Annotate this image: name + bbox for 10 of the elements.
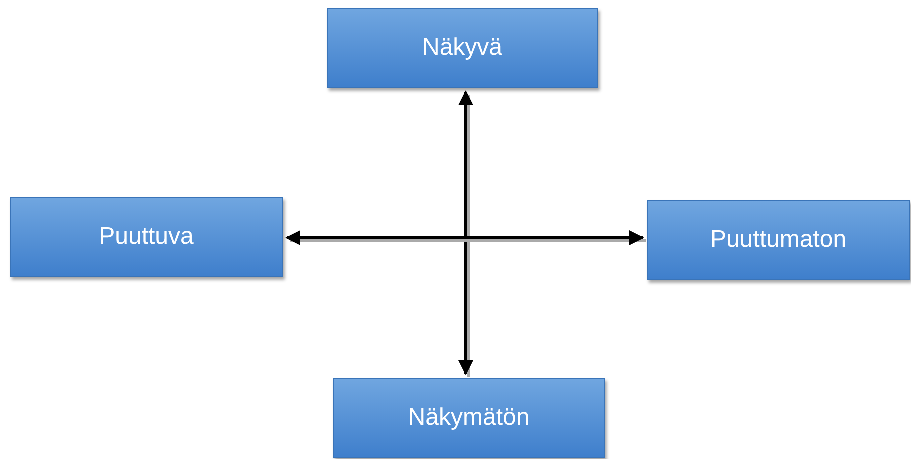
box-label: Näkymätön	[408, 404, 530, 432]
concept-box	[333, 378, 605, 458]
concept-box	[647, 200, 910, 280]
box-label: Puuttumaton	[710, 226, 847, 254]
concept-box	[327, 8, 598, 88]
concept-box	[10, 197, 283, 277]
double-arrow	[286, 230, 646, 246]
double-arrow	[458, 90, 474, 377]
box-label: Näkyvä	[422, 34, 503, 62]
box-label: Puuttuva	[99, 223, 194, 251]
